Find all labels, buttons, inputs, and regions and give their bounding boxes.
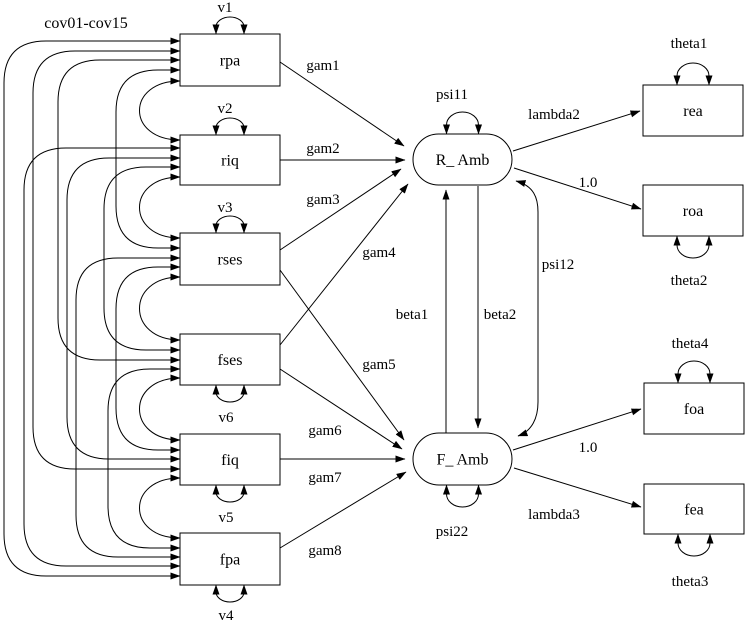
covariances-caption: cov01-cov15 — [44, 15, 128, 32]
edge-r_one-label: 1.0 — [579, 175, 598, 191]
cov-arc-rpa-rses — [115, 66, 181, 252]
self-loop-psi22-label: psi22 — [436, 524, 469, 540]
self-loop-theta2-label: theta2 — [671, 273, 708, 289]
self-loop-v3-label: v3 — [218, 200, 233, 216]
edge-gam8-line — [279, 471, 407, 549]
cov-arc-rpa-fpa — [3, 37, 181, 580]
edge-f_one-line — [512, 408, 642, 451]
node-fses-box — [179, 333, 281, 386]
node-R_Amb-label: R_ Amb — [436, 152, 490, 169]
edge-gam1-line — [279, 61, 405, 147]
self-loop-theta3 — [674, 533, 714, 557]
edge-gam5-line — [279, 269, 405, 441]
edge-f_one-label: 1.0 — [579, 440, 598, 456]
cov-arc-rses-fiq — [115, 263, 181, 454]
edge-gam3-label: gam3 — [306, 192, 339, 208]
edge-lambda3-line — [513, 467, 642, 508]
edge-beta1-label: beta1 — [396, 307, 428, 323]
edge-gam1-label: gam1 — [306, 58, 339, 74]
cov-arc-riq-fpa — [23, 144, 181, 570]
self-loop-theta2 — [673, 235, 713, 259]
node-fpa-label: fpa — [220, 552, 240, 569]
edge-gam2-label: gam2 — [306, 141, 339, 157]
node-fpa-box — [179, 532, 281, 586]
node-rea-box — [642, 84, 744, 137]
self-loop-v2 — [212, 117, 248, 136]
cov-arc-fiq-fpa — [139, 474, 181, 542]
cov-arc-fses-fiq — [139, 374, 181, 444]
node-fea-box — [643, 483, 745, 535]
cov-arc-rpa-fiq — [32, 47, 181, 473]
cov-arc-rpa-fses — [57, 56, 181, 364]
edge-psi12-curve — [515, 180, 539, 437]
node-riq-box — [179, 134, 281, 186]
edge-gam4-label: gam4 — [362, 245, 396, 261]
self-loop-theta3-label: theta3 — [672, 574, 709, 590]
node-fea-label: fea — [684, 502, 704, 519]
node-foa-box — [643, 382, 745, 435]
node-foa-label: foa — [684, 401, 704, 418]
edge-lambda2-label: lambda2 — [528, 107, 580, 123]
node-F_Amb-label: F_ Amb — [436, 452, 488, 469]
self-loop-v1-label: v1 — [218, 0, 233, 16]
node-rses-label: rses — [218, 252, 243, 269]
self-loop-psi22 — [443, 484, 482, 508]
edge-gam6-label: gam6 — [308, 423, 342, 439]
edge-lambda2-line — [512, 110, 641, 152]
self-loop-theta4-label: theta4 — [672, 336, 709, 352]
self-loop-theta4 — [674, 360, 714, 384]
node-roa-label: roa — [683, 203, 703, 220]
node-rses-box — [179, 232, 281, 286]
self-loop-v6-label: v6 — [219, 410, 235, 426]
edge-beta2-label: beta2 — [484, 307, 516, 323]
self-loop-v3 — [212, 215, 248, 234]
edge-gam8-label: gam8 — [308, 543, 341, 559]
node-fiq-box — [179, 433, 281, 486]
edge-gam7-label: gam7 — [308, 470, 342, 486]
node-fses-label: fses — [218, 352, 243, 369]
self-loop-v4 — [212, 584, 248, 603]
node-rpa-label: rpa — [220, 53, 240, 70]
self-loop-v6 — [212, 384, 248, 403]
self-loop-v5 — [212, 484, 248, 503]
edge-r_one-line — [513, 167, 642, 210]
edge-lambda3-label: lambda3 — [528, 507, 580, 523]
cov-arc-rpa-riq — [139, 77, 181, 144]
node-rea-label: rea — [683, 103, 703, 120]
cov-arc-riq-rses — [139, 173, 181, 242]
edge-gam3-line — [279, 168, 402, 251]
self-loop-v1 — [212, 16, 248, 35]
cov-arc-riq-fses — [103, 163, 181, 354]
self-loop-theta1 — [673, 62, 713, 86]
edge-gam4-line — [279, 183, 409, 346]
self-loop-v5-label: v5 — [219, 510, 234, 526]
self-loop-theta1-label: theta1 — [671, 36, 708, 52]
node-rpa-box — [179, 33, 281, 87]
node-roa-box — [642, 184, 744, 237]
cov-arc-riq-fiq — [66, 154, 181, 463]
edge-gam5-label: gam5 — [362, 357, 395, 373]
node-riq-label: riq — [221, 153, 239, 170]
self-loop-v4-label: v4 — [219, 608, 235, 624]
self-loop-psi11-label: psi11 — [436, 87, 468, 103]
edge-gam6-line — [279, 368, 403, 450]
self-loop-psi11 — [443, 111, 482, 135]
self-loop-v2-label: v2 — [218, 101, 233, 117]
node-F_Amb-ellipse — [412, 432, 513, 486]
cov-arc-rses-fses — [139, 273, 181, 344]
node-fiq-label: fiq — [221, 452, 239, 469]
cov-arc-rses-fpa — [75, 254, 181, 561]
node-R_Amb-ellipse — [412, 133, 513, 186]
edge-psi12-label: psi12 — [542, 257, 575, 273]
